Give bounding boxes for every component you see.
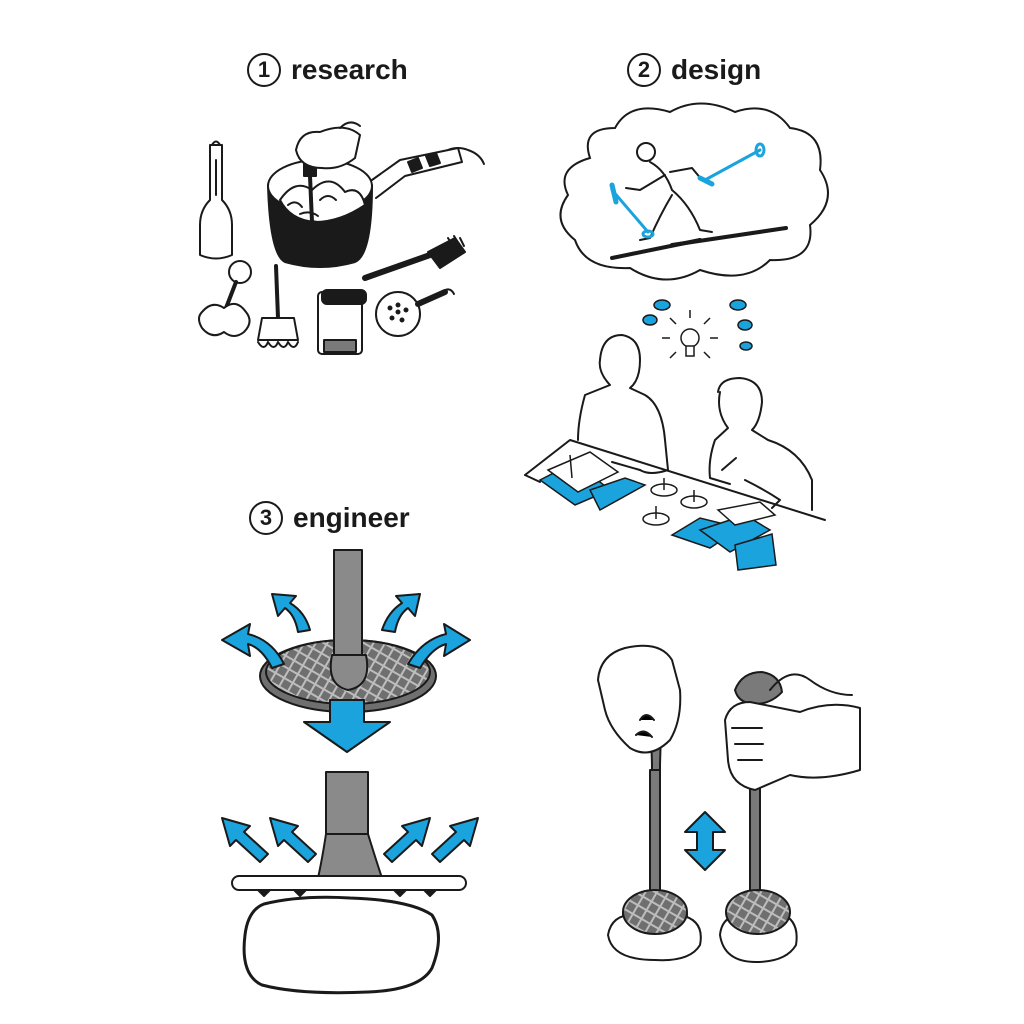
arrow-icon <box>221 817 269 863</box>
bulb-icon <box>662 310 718 359</box>
potato-ricer <box>317 289 367 355</box>
research-illustration <box>198 121 485 355</box>
masher-side-view <box>231 771 467 995</box>
step-2-number: 2 <box>627 53 661 87</box>
step-3-heading: 3 engineer <box>249 501 410 535</box>
step-2-label: design <box>671 54 762 85</box>
cooking-pot <box>267 147 485 268</box>
engineer-illustration <box>221 549 479 995</box>
whisk-masher <box>198 260 252 337</box>
step-3-number: 3 <box>249 501 283 535</box>
arrow-icon <box>407 623 471 669</box>
masher-top-view <box>259 549 437 713</box>
arrow-icon <box>271 593 311 633</box>
force-arrows-top <box>221 593 471 753</box>
step-1-label: research <box>291 54 408 85</box>
masher-in-pot <box>295 121 361 226</box>
disc-masher <box>375 288 455 337</box>
step-3-label: engineer <box>293 502 410 533</box>
bottle-tool <box>199 140 233 260</box>
step-1-heading: 1 research <box>247 53 408 87</box>
step-2-heading: 2 design <box>627 53 761 87</box>
thought-cloud <box>559 102 829 281</box>
arrow-icon <box>381 593 421 633</box>
arrow-icon <box>383 817 431 863</box>
arrow-icon <box>431 817 479 863</box>
idea-dots <box>642 299 753 351</box>
prototype-mashers <box>597 644 861 963</box>
design-illustration <box>524 102 861 963</box>
step-1-number: 1 <box>247 53 281 87</box>
arrow-icon <box>269 817 317 863</box>
double-arrow-icon <box>684 811 726 871</box>
force-arrows-bottom <box>221 817 479 863</box>
wire-masher <box>257 264 299 348</box>
brush-utensil <box>362 235 466 281</box>
designers-at-table <box>524 334 826 521</box>
arrow-icon <box>221 623 285 669</box>
arrow-icon <box>303 699 391 753</box>
sketch-papers <box>538 451 777 571</box>
prototype-discs <box>642 478 708 526</box>
ski-poles <box>609 142 766 239</box>
